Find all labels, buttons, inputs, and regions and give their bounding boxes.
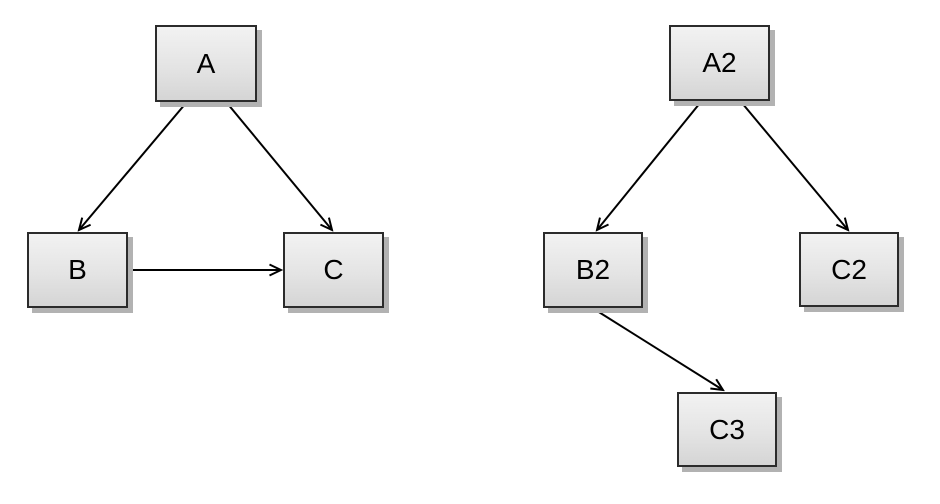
edge-B2-to-C3: [593, 308, 723, 390]
node-label-A2: A2: [702, 47, 737, 78]
edge-A2-to-C2: [741, 102, 848, 230]
edge-A-to-C: [226, 102, 332, 230]
node-B2: B2: [543, 232, 643, 308]
node-label-C: C: [323, 254, 344, 285]
edge-A-to-B: [79, 102, 187, 230]
node-A: A: [155, 25, 257, 102]
edge-A2-to-B2: [597, 102, 701, 230]
edges-group: [79, 102, 848, 390]
node-C2: C2: [799, 232, 899, 307]
node-label-B2: B2: [575, 254, 611, 285]
node-C3: C3: [677, 392, 777, 467]
node-B: B: [27, 232, 128, 308]
node-C: C: [283, 232, 384, 308]
node-label-C3: C3: [709, 413, 745, 445]
node-label-A: A: [196, 47, 216, 79]
node-A2: A2: [669, 25, 770, 101]
node-label-C2: C2: [831, 253, 867, 285]
node-label-B: B: [68, 254, 87, 285]
